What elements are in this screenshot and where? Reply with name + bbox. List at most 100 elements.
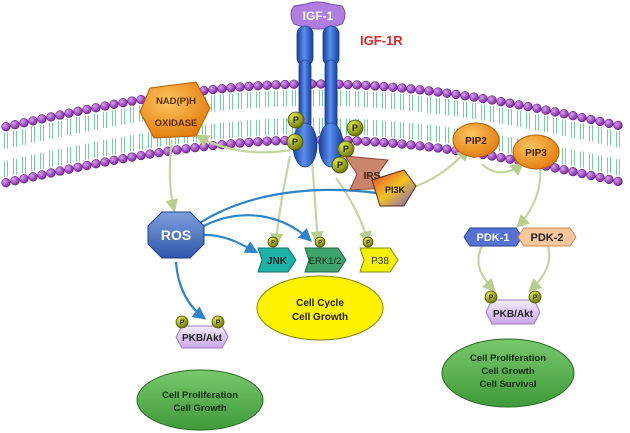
phosphate-label: P [318,240,322,246]
outcome-left: Cell Proliferation Cell Growth [136,369,264,431]
lipid-head [451,89,461,100]
lipid-head [388,138,398,148]
pip3: PIP3 [512,134,560,170]
lipid-head [541,105,551,115]
arrow-pip3-to-pdk [516,167,542,228]
lipid-head [613,176,623,187]
lipid-head [127,152,137,162]
lipid-head [1,122,11,132]
pip2-label: PIP2 [465,136,487,147]
phosphate-circle [211,315,225,329]
lipid-head [136,150,146,161]
lipid-head [226,139,236,149]
erk: ERK1/2 [304,247,347,273]
lipid-head [55,110,65,120]
lipid-head [19,174,29,184]
pdk2: PDK-2 [517,227,577,247]
lipid-head [199,141,209,152]
lipid-head [433,87,443,97]
lipid-head [406,140,416,150]
pip2: PIP2 [452,122,500,158]
phosphate-label: P [180,319,185,326]
lipid-head [415,85,425,95]
arrow-ros-to-erk [199,214,312,242]
lipid-head [352,136,362,146]
lipid-head [154,148,164,158]
lipid-head [55,166,65,176]
lipid-head [226,83,236,93]
lipid-head [478,93,488,104]
phosphate-label: P [533,294,538,301]
pdk2-label: PDK-2 [530,232,563,244]
phosphate-label: P [352,123,358,133]
lipid-head [523,101,533,112]
lipid-head [118,154,128,164]
lipid-head [397,83,407,93]
pkb-left-label: PKB/Akt [182,333,223,344]
phosphate-label: P [293,115,299,125]
igf1-ligand: IGF-1 [290,1,346,30]
phosphate-circle [331,156,349,174]
lipid-head [217,83,227,94]
outcome-cell-cycle: Cell Cycle Cell Growth [256,275,384,341]
lipid-head [208,84,218,95]
arrow-ros-to-jnk [201,233,259,254]
ros-label: ROS [161,227,191,243]
outcome-right-line2: Cell Growth [481,366,535,377]
lipid-head [235,138,245,148]
outcome-right-line3: Cell Survival [479,379,536,390]
phosphate-circle [484,290,498,304]
phosphate-label: P [216,319,221,326]
arrow-ros-to-pi3k [197,187,399,225]
lipid-head [1,178,11,188]
arrow-pip2-to-pip3 [481,162,525,176]
outcome-right-line1: Cell Proliferation [470,353,546,364]
lipid-head [37,170,47,180]
lipid-head [235,82,245,92]
lipid-head [568,167,578,177]
lipid-head [280,79,290,90]
lipid-head [361,136,371,147]
lipid-head [424,86,434,96]
arrow-ros-to-pkb [174,261,207,320]
lipid-head [82,104,92,115]
lipid-head [550,107,560,117]
phosphate-label: P [337,160,343,170]
lipid-head [172,145,182,155]
lipid-head [109,99,119,109]
igf1r-label: IGF-1R [360,33,403,48]
pip3-label: PIP3 [525,148,547,159]
phosphate-circle [286,133,304,151]
phosphate-label: P [489,294,494,301]
lipid-head [19,118,29,128]
phosphate-circle [287,111,305,129]
lipid-head [352,80,362,90]
lipid-head [145,149,155,159]
pkb-akt-right: PKB/Akt [485,299,541,325]
lipid-head [514,100,524,110]
lipid-head [262,136,272,146]
arrow-pdk2-to-pkb [528,245,551,292]
jnk: JNK [257,247,297,273]
phosphate-label: P [292,137,298,147]
lipid-head [442,88,452,98]
lipid-head [46,112,56,122]
lipid-head [370,137,380,147]
lipid-head [181,144,191,154]
lipid-head [370,81,380,91]
phosphate-circle [346,119,364,137]
p38: P38 [359,247,399,273]
lipid-head [316,79,326,89]
lipid-head [10,176,20,186]
jnk-label: JNK [267,256,288,267]
outcome-center-line1: Cell Cycle [296,298,344,309]
lipid-head [127,96,137,106]
phosphate-circle [337,140,355,158]
phosphate-circle [362,236,374,248]
erk-label: ERK1/2 [309,256,342,267]
arrow-receptor-to-p38 [335,177,372,245]
arrow-pdk1-to-pkb [477,245,496,292]
lipid-head [100,157,110,167]
lipid-head [424,142,434,152]
